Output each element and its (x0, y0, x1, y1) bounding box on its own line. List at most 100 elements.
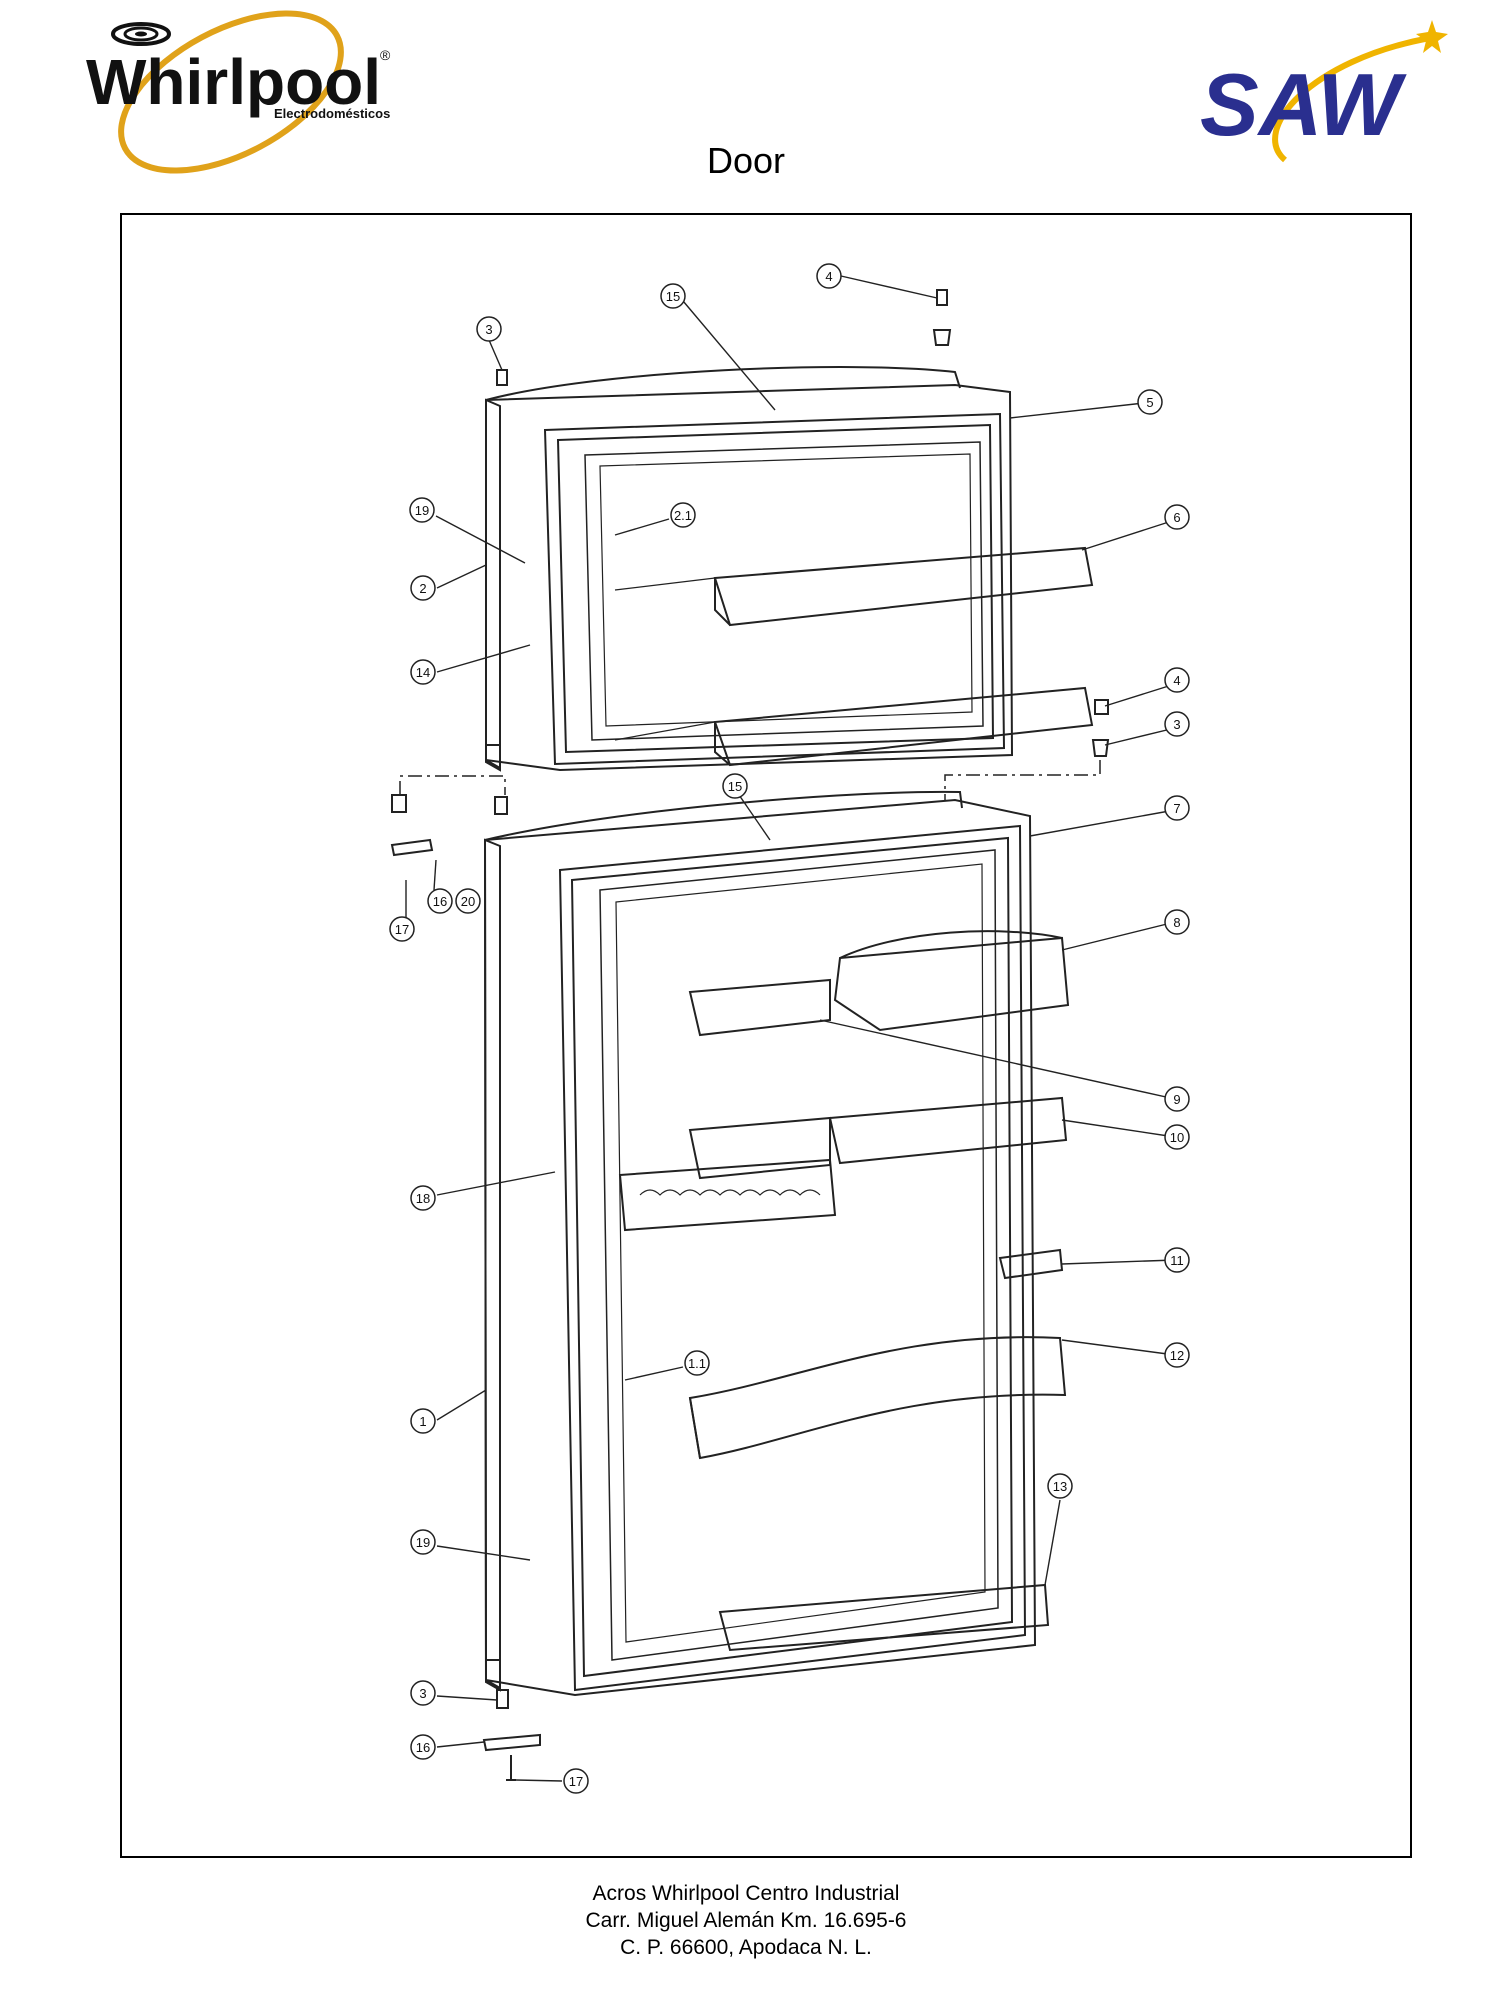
callout-5: 5 (1137, 389, 1163, 415)
callout-1: 1 (410, 1408, 436, 1434)
whirlpool-swirl-icon (111, 22, 171, 46)
callout-13: 13 (1047, 1473, 1073, 1499)
top-hinge-bushing (932, 289, 952, 346)
door-shelf-middle (828, 1096, 1068, 1165)
alignment-line-right (944, 760, 1101, 800)
door-shelf-large-front (689, 1397, 701, 1459)
svg-text:7: 7 (1173, 801, 1180, 816)
saw-wordmark: SAW (1200, 55, 1407, 154)
svg-text:11: 11 (1170, 1253, 1184, 1268)
fresh-door-liner-inner (615, 863, 986, 1643)
svg-text:1.1: 1.1 (688, 1356, 706, 1371)
diagram-frame (120, 213, 1412, 1858)
callout-15-middle: 15 (722, 773, 748, 799)
svg-text:13: 13 (1053, 1479, 1067, 1494)
bottle-guard (998, 1248, 1064, 1280)
svg-text:15: 15 (728, 779, 742, 794)
middle-hinge-bushing-left (391, 794, 508, 815)
whirlpool-tagline: Electrodomésticos (274, 106, 390, 121)
saw-swoosh-icon (1272, 35, 1431, 163)
callout-18: 18 (410, 1185, 436, 1211)
freezer-shelf-upper (713, 546, 1094, 627)
freezer-door-liner (584, 441, 984, 741)
svg-text:6: 6 (1173, 510, 1180, 525)
footer-line-2: Carr. Miguel Alemán Km. 16.695-6 (585, 1909, 907, 1932)
svg-text:17: 17 (569, 1774, 583, 1789)
svg-text:17: 17 (395, 922, 409, 937)
svg-text:10: 10 (1170, 1130, 1184, 1145)
saw-star-icon (1416, 20, 1448, 53)
callout-3-bottom: 3 (410, 1680, 436, 1706)
svg-text:3: 3 (1173, 717, 1180, 732)
callout-4-top: 4 (816, 263, 842, 289)
fresh-door-left-edge (483, 838, 501, 1690)
whirlpool-registered-mark: ® (380, 47, 391, 63)
callouts: 4 15 3 5 19 2.1 6 2 14 4 3 15 7 16 20 17… (389, 263, 1190, 1794)
bottom-hinge-bushing (496, 1689, 509, 1709)
callout-20: 20 (455, 888, 481, 914)
callout-6: 6 (1164, 504, 1190, 530)
callout-8: 8 (1164, 909, 1190, 935)
callout-17-bottom: 17 (563, 1768, 589, 1794)
svg-text:9: 9 (1173, 1092, 1180, 1107)
callout-11: 11 (1164, 1247, 1190, 1273)
svg-text:3: 3 (485, 322, 492, 337)
svg-text:1: 1 (419, 1414, 426, 1429)
door-shelf-bottom (718, 1583, 1050, 1652)
callout-14: 14 (410, 659, 436, 685)
fresh-door-bottom-cap (485, 1659, 501, 1692)
svg-text:5: 5 (1146, 395, 1153, 410)
upper-hinge-pin (496, 369, 508, 386)
whirlpool-logo: Whirlpool ® Electrodomésticos (86, 10, 391, 174)
svg-text:19: 19 (415, 503, 429, 518)
fresh-door-gasket-inner (570, 836, 1014, 1678)
svg-text:20: 20 (461, 894, 475, 909)
footer-line-1: Acros Whirlpool Centro Industrial (592, 1882, 900, 1905)
dairy-compartment-lid (839, 930, 1063, 959)
callout-19-lower: 19 (410, 1529, 436, 1555)
alignment-line-left (399, 775, 506, 795)
svg-text:2.1: 2.1 (674, 508, 692, 523)
freezer-shelf-rib-upper (614, 577, 716, 741)
freezer-shelf-lower (713, 686, 1094, 767)
footer-line-3: C. P. 66600, Apodaca N. L. (620, 1936, 872, 1959)
small-bin-upper (688, 978, 831, 1037)
callout-10: 10 (1164, 1124, 1190, 1150)
svg-text:14: 14 (416, 665, 430, 680)
svg-text:3: 3 (419, 1686, 426, 1701)
freezer-door-gasket-inner (556, 423, 995, 754)
callout-9: 9 (1164, 1086, 1190, 1112)
middle-hinge-bushing-right (1091, 699, 1110, 757)
freezer-door-liner-inner (599, 453, 973, 727)
svg-text:12: 12 (1170, 1348, 1184, 1363)
freezer-door-bottom-cap (485, 744, 501, 772)
freezer-door-top-cap (485, 366, 961, 401)
svg-text:8: 8 (1173, 915, 1180, 930)
svg-text:4: 4 (1173, 673, 1180, 688)
svg-text:2: 2 (419, 581, 426, 596)
callout-17-middle: 17 (389, 916, 415, 942)
svg-text:15: 15 (666, 289, 680, 304)
freezer-shelf-upper-lip (714, 578, 731, 626)
callout-2: 2 (410, 575, 436, 601)
egg-tray (618, 1158, 837, 1232)
svg-text:16: 16 (433, 894, 447, 909)
callout-3-middle: 3 (1164, 711, 1190, 737)
footer-address: Acros Whirlpool Centro Industrial Carr. … (0, 1880, 1492, 1961)
middle-hinge-plate (390, 838, 434, 857)
fresh-door-gasket (558, 824, 1027, 1692)
callout-12: 12 (1164, 1342, 1190, 1368)
callout-15-top: 15 (660, 283, 686, 309)
freezer-door-gasket (543, 412, 1006, 766)
fresh-door-liner (599, 849, 999, 1661)
bottom-hinge-plate (482, 1733, 541, 1752)
svg-text:4: 4 (825, 269, 832, 284)
callout-16: 16 (427, 888, 453, 914)
door-shelf-large (688, 1336, 1067, 1460)
fresh-door-top-cap (484, 790, 963, 841)
whirlpool-wordmark: Whirlpool (86, 46, 381, 118)
svg-text:19: 19 (416, 1535, 430, 1550)
callout-1-1: 1.1 (684, 1350, 710, 1376)
freezer-door-left-edge (485, 398, 501, 770)
